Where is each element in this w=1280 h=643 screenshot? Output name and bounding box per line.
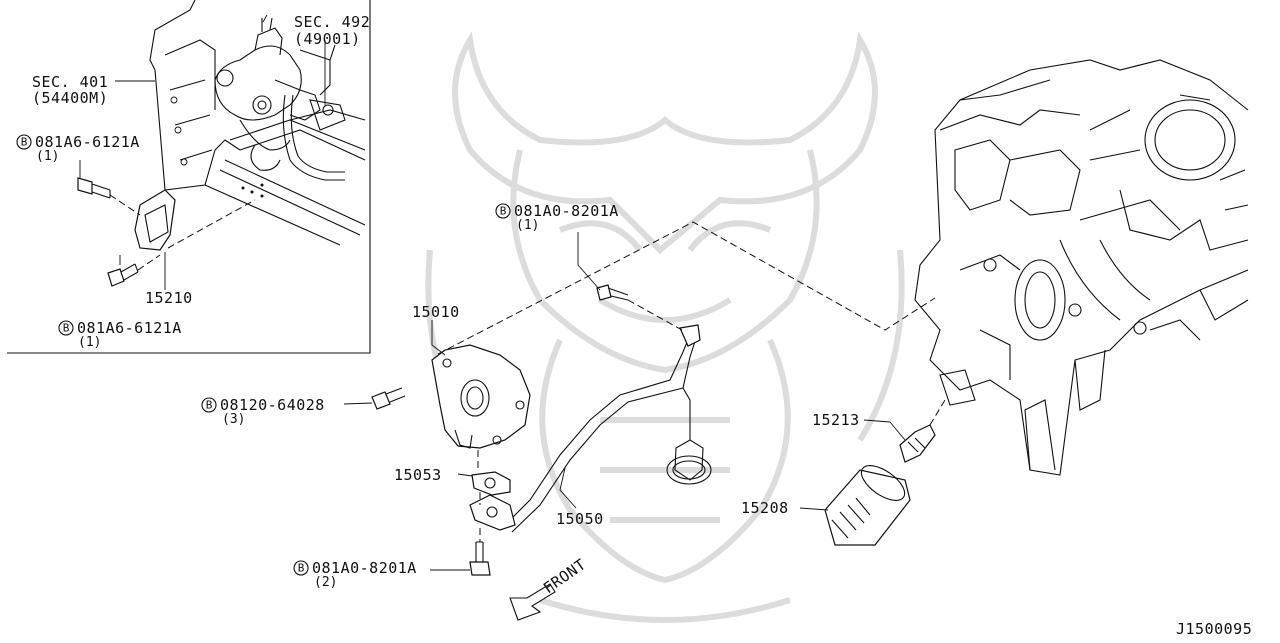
inset-bolt-upper-qty: (1) xyxy=(36,149,59,164)
inset-sec492-ref: SEC. 492 xyxy=(294,13,370,31)
inset-bolt-lower-badge: B xyxy=(58,320,74,336)
svg-text:B: B xyxy=(63,322,70,335)
svg-text:B: B xyxy=(206,399,213,412)
inset-bracket-part: 15210 xyxy=(145,289,193,307)
svg-text:B: B xyxy=(298,562,305,575)
oil-filter xyxy=(824,465,911,546)
assembly-line-pump xyxy=(477,450,481,542)
assembly-line-switch xyxy=(929,399,946,426)
bolt-bottom-qty: (2) xyxy=(314,575,337,590)
bolt-top-qty: (1) xyxy=(516,218,539,233)
oil-strainer xyxy=(469,324,712,533)
inset-bolt-lower-qty: (1) xyxy=(78,335,101,350)
inset-artwork xyxy=(77,0,366,290)
pressure-switch-part: 15213 xyxy=(812,411,860,429)
diagram-code: J1500095 xyxy=(1176,620,1252,638)
inset-bolt-lower-part: 081A6-6121A xyxy=(77,319,182,337)
inset-sec492-sub: (49001) xyxy=(294,30,361,48)
gasket xyxy=(471,471,511,496)
oil-filter-part: 15208 xyxy=(741,499,789,517)
gasket-part: 15053 xyxy=(394,466,442,484)
bolts xyxy=(371,284,629,576)
pump-bolts-badge: B xyxy=(201,397,217,413)
pump-bolts-part: 08120-64028 xyxy=(220,396,325,414)
strainer-part: 15050 xyxy=(556,510,604,528)
inset-sec401-sub: (54400M) xyxy=(32,89,108,107)
front-label: FRONT xyxy=(540,555,589,597)
oil-pump xyxy=(431,344,531,449)
pressure-switch xyxy=(899,424,936,463)
inset-sec401-ref: SEC. 401 xyxy=(32,73,108,91)
watermark-emblem xyxy=(425,31,905,623)
inset-bolt-upper-part: 081A6-6121A xyxy=(35,133,140,151)
inset-bolt-upper-badge: B xyxy=(16,134,32,150)
bolt-bottom-badge: B xyxy=(293,560,309,576)
bolt-top-badge: B xyxy=(495,203,511,219)
engine-block xyxy=(914,59,1249,476)
svg-text:B: B xyxy=(21,136,28,149)
svg-text:B: B xyxy=(500,205,507,218)
bolt-bottom-part: 081A0-8201A xyxy=(312,559,417,577)
pump-part: 15010 xyxy=(412,303,460,321)
assembly-line-top xyxy=(437,221,936,355)
pump-bolts-qty: (3) xyxy=(222,412,245,427)
leader-lines xyxy=(343,232,906,571)
inset-frame xyxy=(7,0,371,354)
bolt-top-part: 081A0-8201A xyxy=(514,202,619,220)
front-arrow xyxy=(509,583,556,621)
